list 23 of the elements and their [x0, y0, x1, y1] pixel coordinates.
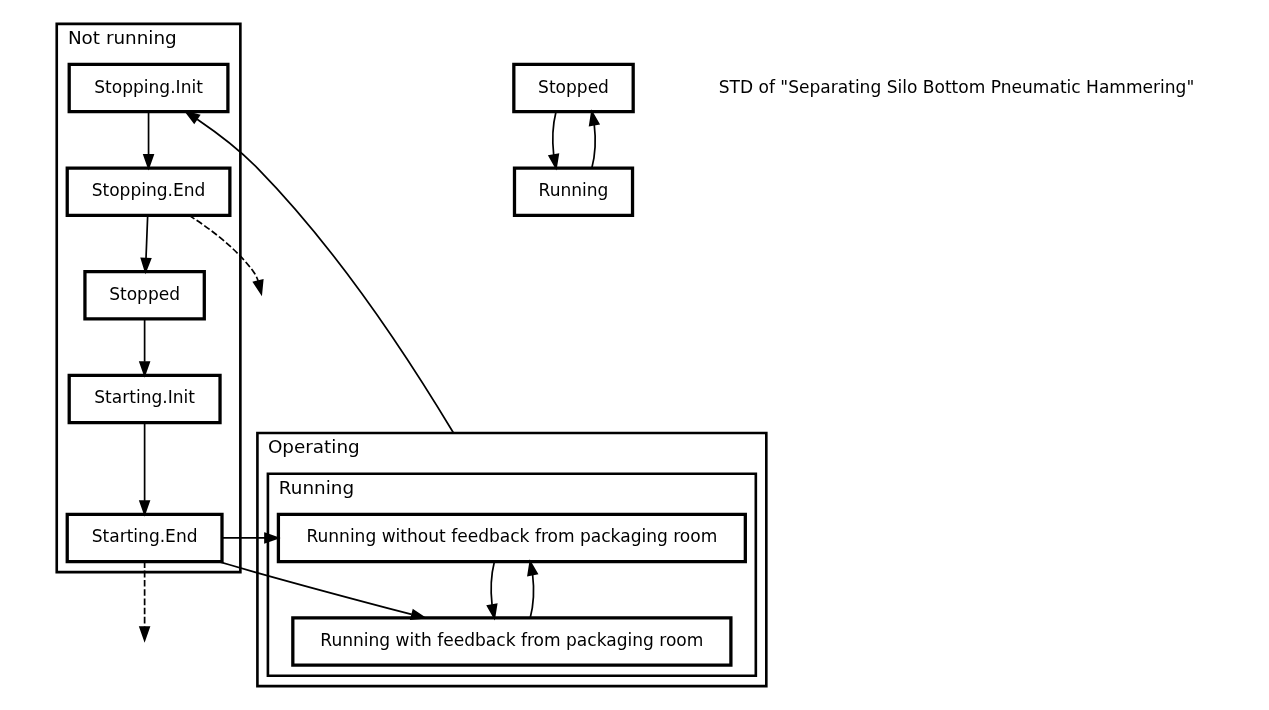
arrow — [217, 560, 428, 620]
node-box: Running with feedback from packaging room — [291, 616, 733, 667]
arrow — [547, 110, 560, 171]
arrow — [188, 214, 264, 297]
arrow — [221, 532, 281, 544]
arrow — [138, 318, 151, 378]
node-box: Stopping.End — [65, 166, 232, 217]
arrow — [138, 421, 151, 517]
arrow — [140, 214, 152, 275]
arrow — [588, 109, 601, 169]
arrow — [142, 110, 155, 171]
node-box: Stopped — [512, 62, 635, 114]
node-box: Stopping.Init — [67, 62, 230, 114]
arrow — [527, 559, 539, 619]
node-box: Starting.End — [65, 512, 224, 564]
node-box: Stopped — [83, 270, 206, 321]
arrow — [183, 110, 455, 434]
label: STD of "Separating Silo Bottom Pneumatic Hammering" — [718, 76, 1195, 97]
arrow — [486, 560, 498, 621]
arrow — [138, 560, 151, 643]
node-box: Running — [512, 166, 635, 217]
node-box: Starting.Init — [67, 373, 222, 425]
node-box: Running without feedback from packaging room — [276, 512, 747, 564]
